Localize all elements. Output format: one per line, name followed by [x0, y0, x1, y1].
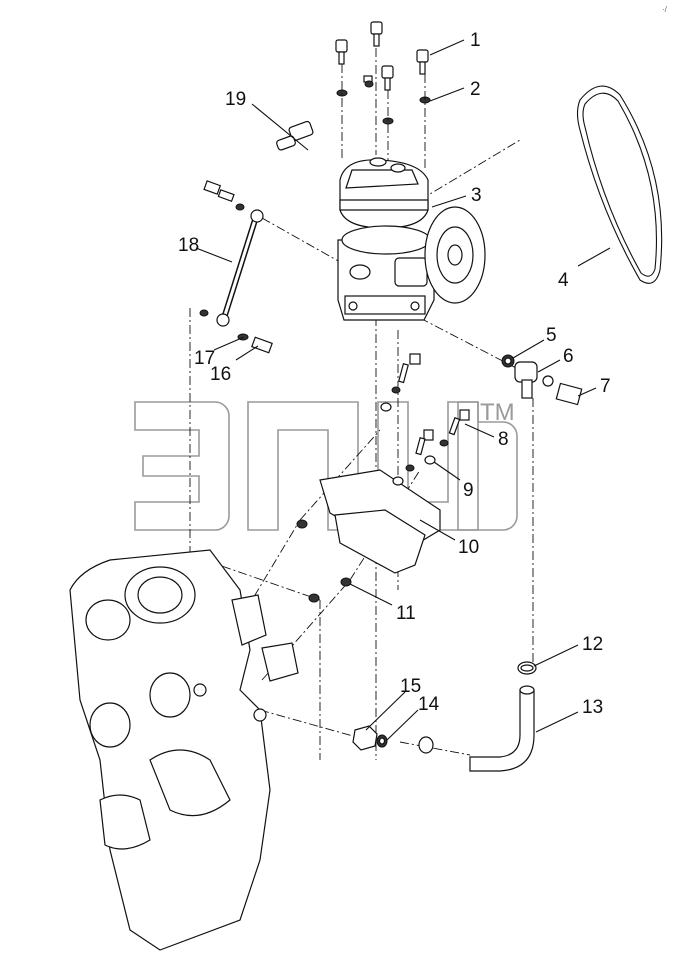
corner-mark: ·/	[662, 5, 668, 14]
discharge-fittings	[501, 354, 583, 406]
callout-7: 7	[600, 376, 611, 397]
engine-block	[69, 549, 299, 951]
callout-labels: 1 2 3 4 5 6 7 8 9 10 11 12 13 14 15 16 1…	[178, 30, 611, 718]
watermark-logo: TM	[134, 399, 518, 531]
mounting-bracket	[296, 353, 470, 603]
callout-1: 1	[470, 30, 481, 51]
callout-6: 6	[563, 346, 574, 367]
elbow-fitting	[276, 120, 314, 151]
callout-14: 14	[418, 694, 440, 715]
leader-lines	[195, 39, 611, 741]
callout-19: 19	[225, 89, 246, 110]
callout-10: 10	[458, 537, 479, 558]
callout-9: 9	[463, 480, 474, 501]
callout-16: 16	[210, 364, 231, 385]
callout-3: 3	[471, 185, 482, 206]
air-compressor	[337, 157, 486, 321]
top-bolts	[335, 21, 429, 91]
callout-5: 5	[546, 325, 557, 346]
callout-18: 18	[178, 235, 199, 256]
callout-2: 2	[470, 79, 481, 100]
callout-4: 4	[558, 270, 569, 291]
coolant-hose	[352, 661, 537, 772]
callout-13: 13	[582, 697, 603, 718]
link-rod	[199, 180, 273, 354]
washers	[336, 80, 431, 125]
callout-15: 15	[400, 676, 421, 697]
callout-12: 12	[582, 634, 603, 655]
callout-11: 11	[396, 603, 416, 624]
drive-belt	[576, 85, 663, 284]
callout-8: 8	[498, 429, 509, 450]
callout-17: 17	[194, 348, 215, 369]
watermark-trademark: TM	[480, 399, 515, 426]
